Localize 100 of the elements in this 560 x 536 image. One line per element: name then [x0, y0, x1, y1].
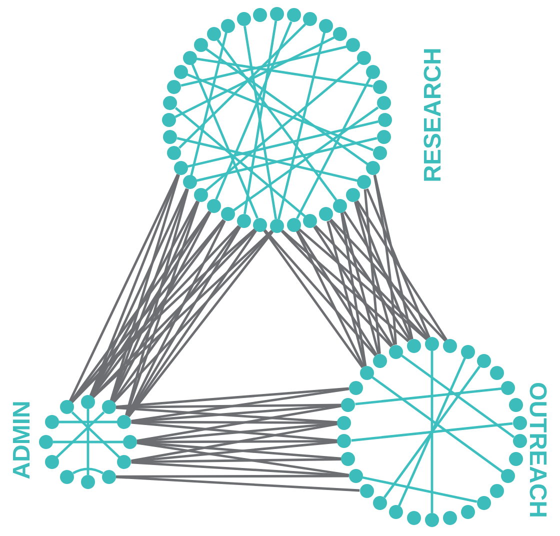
- network-node-dot: [182, 175, 197, 190]
- connection-line: [116, 476, 360, 492]
- network-node-dot: [194, 188, 208, 202]
- network-node-dot: [102, 400, 116, 414]
- network-node-dot: [319, 207, 334, 222]
- network-node-dot: [167, 80, 182, 94]
- connection-line: [330, 218, 446, 342]
- network-node-dot: [501, 469, 516, 483]
- connection-line: [328, 220, 411, 341]
- network-node-dot: [163, 130, 178, 144]
- network-node-dot: [286, 8, 301, 22]
- network-node-dot: [476, 354, 491, 368]
- network-node-dot: [357, 175, 372, 190]
- connection-line: [372, 376, 504, 473]
- connection-line: [187, 120, 378, 168]
- connection-line: [216, 39, 338, 201]
- network-node-dot: [425, 337, 439, 351]
- network-node-dot: [337, 434, 352, 448]
- connection-line: [86, 409, 90, 475]
- connection-line: [176, 137, 358, 182]
- network-node-dot: [174, 64, 188, 79]
- network-node-dot: [476, 496, 491, 510]
- network-node-dot: [366, 161, 380, 176]
- network-node-dot: [378, 113, 392, 127]
- network-node-dot: [44, 455, 59, 469]
- network-node-dot: [341, 452, 356, 466]
- connection-line: [280, 230, 392, 348]
- connection-line: [116, 474, 349, 478]
- network-node-dot: [220, 18, 235, 33]
- connection-line: [68, 174, 179, 402]
- connection-line: [398, 358, 466, 506]
- network-node-dot: [373, 496, 388, 510]
- network-node-dot: [319, 18, 334, 33]
- connection-line: [110, 174, 180, 402]
- network-node-dot: [341, 398, 356, 412]
- connection-line: [131, 388, 350, 422]
- network-node-dot: [348, 381, 363, 395]
- network-node-dot: [512, 416, 527, 430]
- connection-line: [296, 230, 378, 356]
- network-node-dot: [123, 435, 137, 449]
- connection-line: [351, 422, 513, 442]
- network-node-dot: [360, 484, 374, 498]
- connection-line: [296, 78, 372, 220]
- network-node-dot: [443, 338, 458, 353]
- network-node-dot: [253, 8, 268, 22]
- network-node-dot: [167, 146, 182, 160]
- network-node-dot: [206, 27, 221, 42]
- network-node-dot: [389, 344, 404, 359]
- group-label: RESEARCH: [418, 48, 447, 182]
- connection-line: [180, 46, 347, 87]
- connection-line: [430, 351, 434, 513]
- network-node-dot: [81, 475, 95, 489]
- network-node-dot: [182, 50, 197, 65]
- network-node-dot: [372, 80, 387, 94]
- network-node-dot: [348, 469, 363, 483]
- connection-line: [125, 188, 189, 416]
- connection-line: [296, 230, 365, 368]
- connection-line: [125, 201, 200, 416]
- network-node-dot: [490, 366, 504, 380]
- connection-line: [206, 48, 368, 166]
- connection-line: [340, 212, 367, 366]
- connection-line: [354, 201, 412, 340]
- connection-line: [174, 36, 335, 118]
- connection-line: [355, 388, 502, 406]
- connection-line: [53, 440, 123, 444]
- connection-line: [136, 442, 350, 476]
- connection-line: [205, 61, 360, 192]
- connection-line: [191, 64, 258, 219]
- network-node-dot: [490, 484, 504, 498]
- network-node-dot: [373, 354, 388, 368]
- network-node-dot: [60, 400, 74, 414]
- network-node-dot: [346, 38, 360, 52]
- connection-line: [116, 406, 338, 424]
- connection-line: [278, 32, 326, 220]
- network-node-dot: [508, 398, 523, 412]
- connection-line: [341, 212, 380, 354]
- network-node-dot: [206, 198, 221, 213]
- network-node-dot: [346, 188, 360, 202]
- network-node-dot: [117, 415, 132, 429]
- network-node-dot: [406, 338, 421, 353]
- network-node-dot: [512, 434, 527, 448]
- network-node-dot: [194, 38, 208, 52]
- network-node-dot: [460, 505, 475, 520]
- connection-line: [313, 226, 394, 346]
- network-node-dot: [376, 130, 391, 144]
- network-node-dot: [508, 452, 523, 466]
- network-node-dot: [286, 218, 301, 232]
- group-label: OUTREACH: [523, 382, 551, 518]
- connection-line: [71, 411, 120, 458]
- connection-line: [263, 230, 364, 368]
- connection-line: [233, 106, 379, 212]
- group-label: ADMIN: [8, 400, 36, 480]
- network-node-dot: [366, 64, 380, 79]
- network-node-dot: [220, 207, 235, 222]
- connection-line: [56, 411, 105, 458]
- network-node-dot: [236, 214, 251, 228]
- network-node-dot: [60, 470, 74, 484]
- network-node-dot: [117, 455, 132, 469]
- connection-line: [326, 220, 366, 367]
- network-node-dot: [333, 27, 348, 42]
